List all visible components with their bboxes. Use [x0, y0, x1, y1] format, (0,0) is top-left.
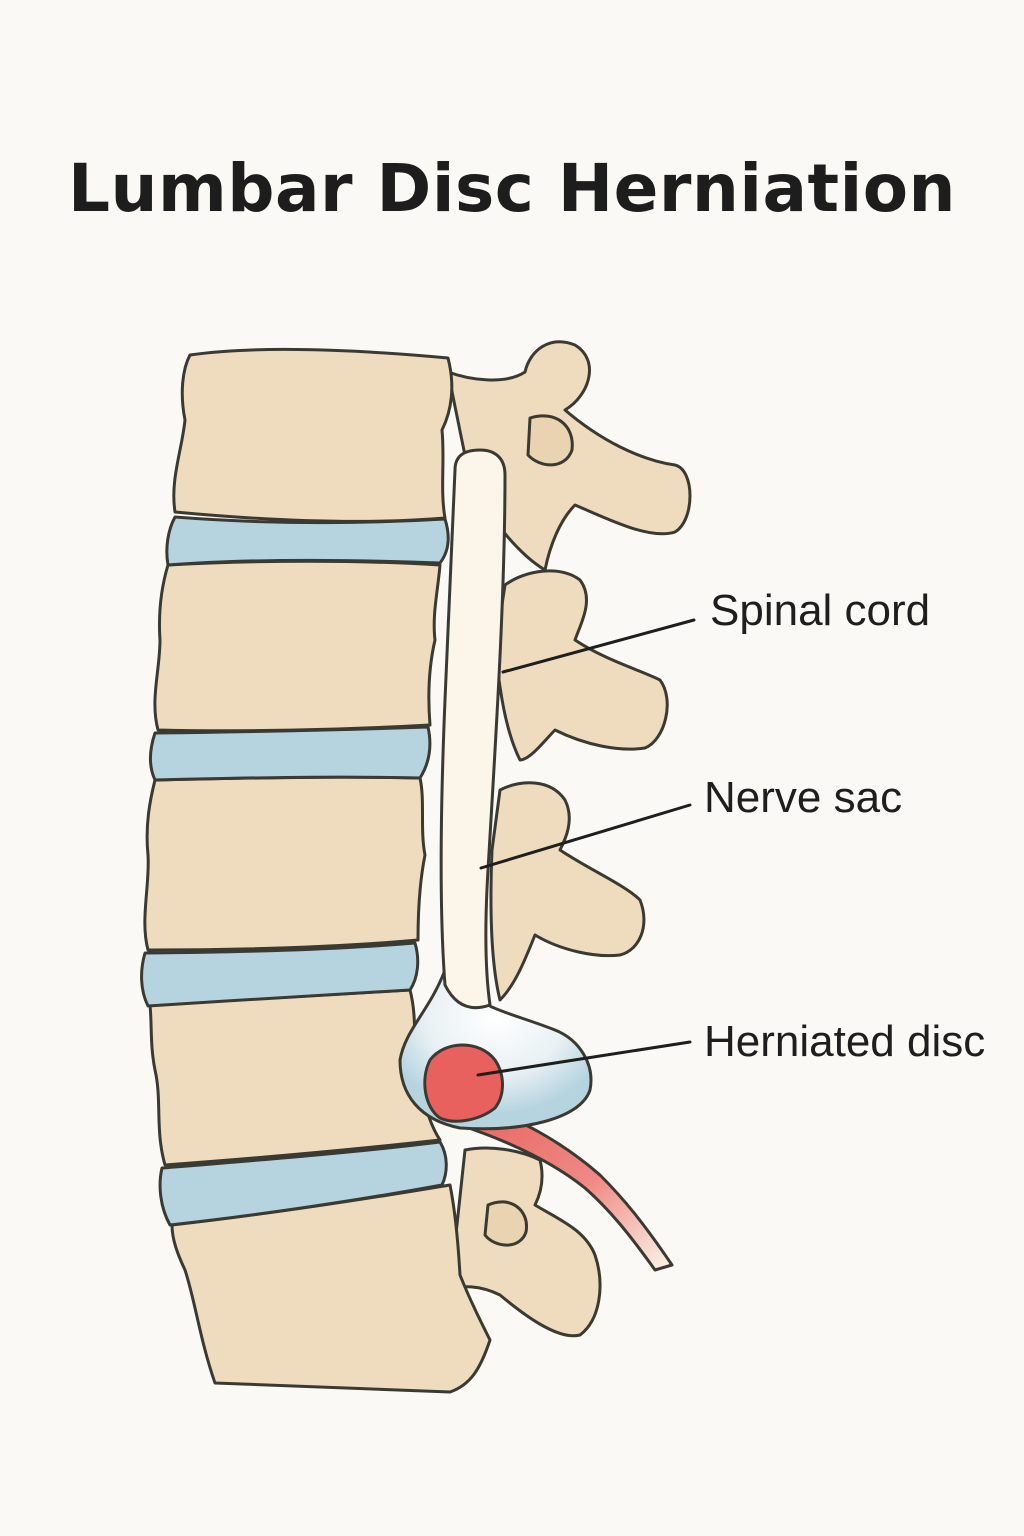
articular-process-1: [526, 414, 574, 467]
intervertebral-disc-3: [140, 941, 420, 1008]
vertebral-body-2: [153, 559, 442, 733]
vertebral-body-3: [143, 775, 427, 952]
vertebral-body-1: [172, 347, 454, 523]
spinous-process-3: [489, 781, 646, 1002]
spinous-process-2: [493, 569, 669, 762]
label-nerve-sac: Nerve sac: [704, 773, 903, 822]
intervertebral-disc-4: [158, 1140, 448, 1227]
nerve-root: [458, 1098, 674, 1272]
intervertebral-disc-1: [165, 515, 450, 567]
label-herniated-disc: Herniated disc: [704, 1017, 986, 1066]
articular-process-5: [483, 1200, 528, 1247]
intervertebral-disc-2: [149, 725, 432, 782]
leader-line-nerve-sac: [479, 803, 692, 870]
spinal-cord: [439, 448, 507, 1010]
leader-line-herniated-disc: [476, 1040, 692, 1077]
page-title: Lumbar Disc Herniation: [67, 150, 957, 227]
leader-line-spinal-cord: [501, 618, 696, 674]
herniated-disc-mass: [423, 1043, 504, 1123]
vertebral-body-4: [148, 988, 442, 1167]
label-spinal-cord: Spinal cord: [710, 586, 931, 635]
